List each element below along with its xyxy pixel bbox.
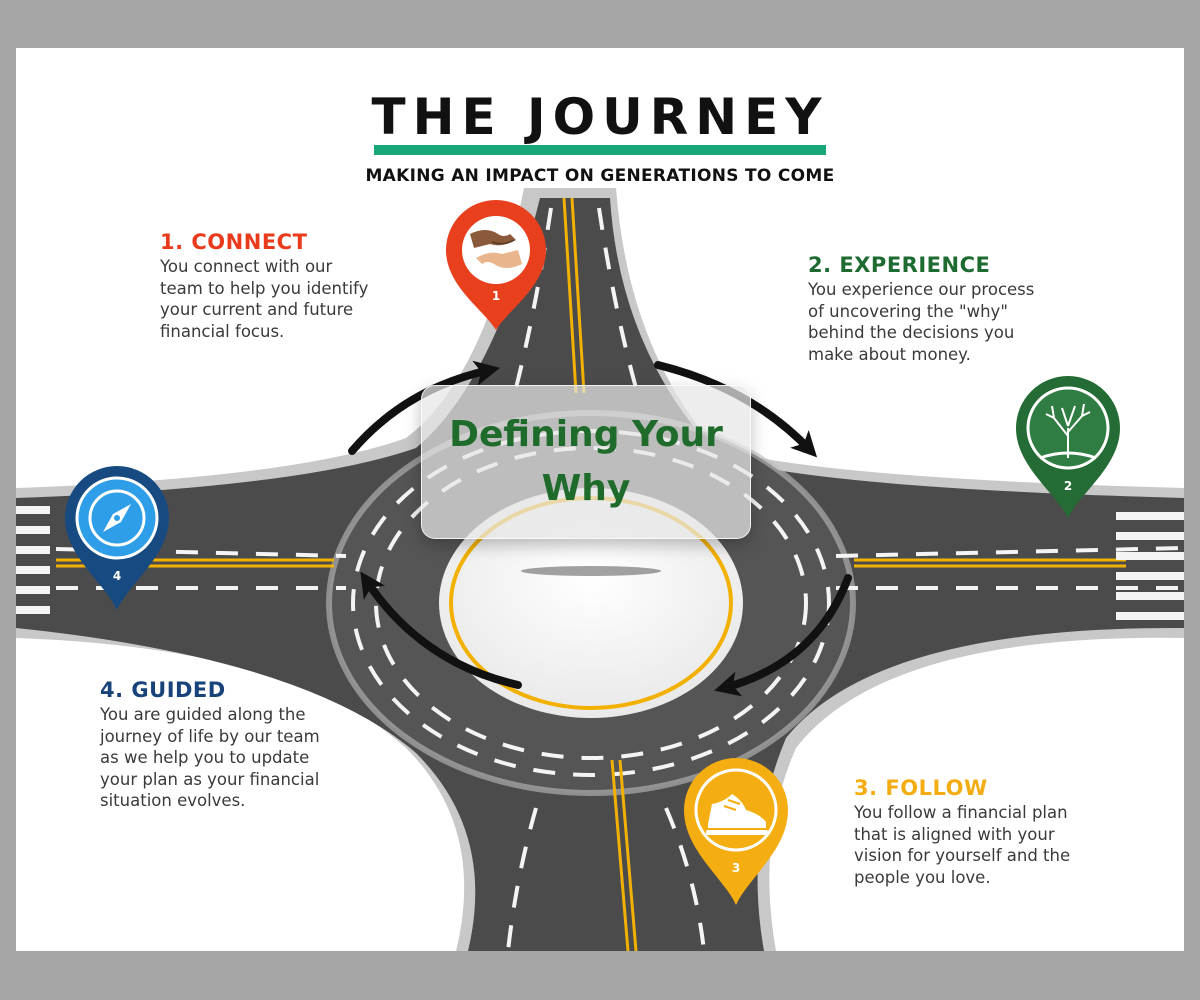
- pin-connect: 1: [446, 200, 546, 330]
- step-heading: 4. GUIDED: [100, 678, 226, 702]
- title-accent-bar: [374, 145, 826, 155]
- hands-icon: [470, 230, 522, 268]
- pin-number: 2: [1064, 479, 1072, 493]
- pin-number: 3: [732, 861, 740, 875]
- arrow-to-step-4: [360, 571, 522, 689]
- tree-icon: [1039, 403, 1097, 460]
- step-description: You experience our process of uncovering…: [808, 280, 1035, 364]
- compass-icon: [88, 489, 146, 547]
- step-description: You are guided along the journey of life…: [100, 705, 320, 810]
- step-follow: 3. FOLLOW You follow a financial plan th…: [854, 776, 1124, 888]
- pin-guided: 4: [65, 466, 169, 610]
- step-heading: 1. CONNECT: [160, 230, 308, 254]
- step-guided: 4. GUIDED You are guided along the journ…: [100, 678, 370, 812]
- step-connect: 1. CONNECT You connect with our team to …: [160, 230, 430, 342]
- page-subtitle: MAKING AN IMPACT ON GENERATIONS TO COME: [365, 166, 835, 186]
- pin-follow: 3: [684, 758, 788, 905]
- page-title: THE JOURNEY: [371, 88, 829, 146]
- step-experience: 2. EXPERIENCE You experience our process…: [808, 253, 1078, 365]
- sneaker-icon: [706, 794, 768, 835]
- center-label: Defining Your Why: [449, 414, 723, 509]
- pin-number: 4: [113, 569, 121, 583]
- pin-experience: 2: [1016, 376, 1120, 518]
- step-heading: 3. FOLLOW: [854, 776, 988, 800]
- step-description: You connect with our team to help you id…: [160, 257, 369, 341]
- pin-number: 1: [492, 289, 500, 303]
- crosswalks: [16, 506, 1184, 620]
- central-island: [439, 488, 743, 718]
- arrow-to-step-1: [348, 360, 501, 455]
- journey-infographic: 1 2 3: [16, 48, 1184, 951]
- step-heading: 2. EXPERIENCE: [808, 253, 991, 277]
- step-description: You follow a financial plan that is alig…: [854, 803, 1071, 887]
- arrow-to-step-3: [714, 574, 852, 697]
- center-sign: Defining Your Why: [421, 385, 751, 539]
- cycle-arrows: [348, 360, 852, 697]
